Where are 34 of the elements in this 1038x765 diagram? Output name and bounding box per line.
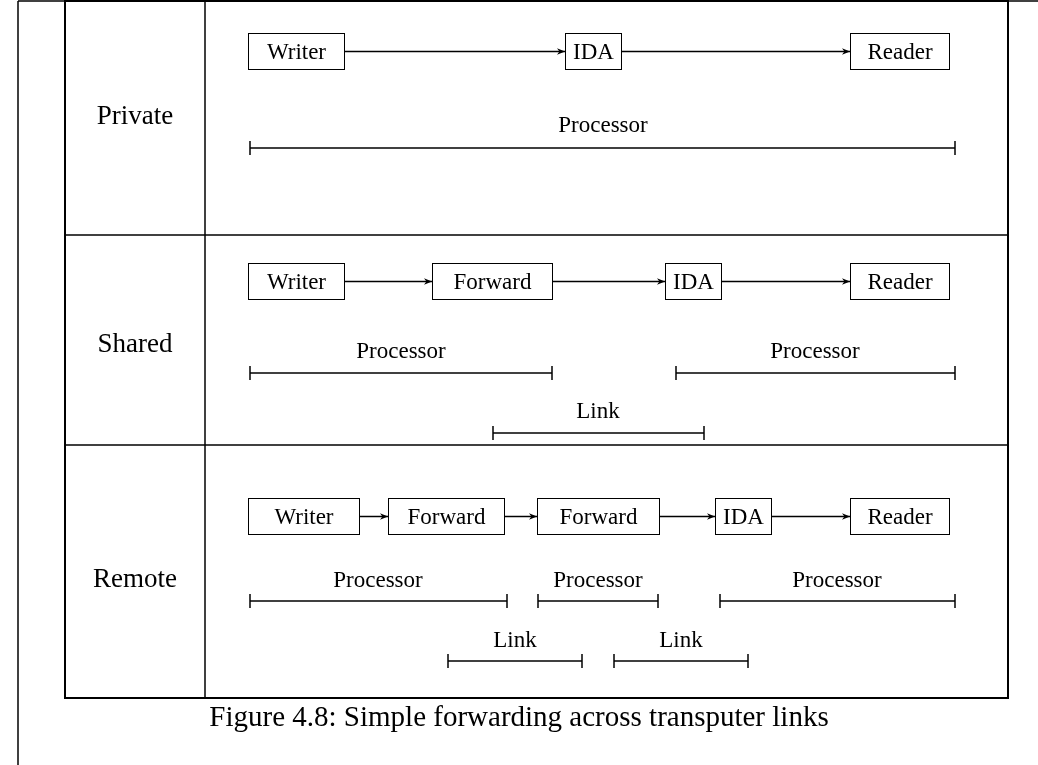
span-label: Link <box>493 627 537 653</box>
process-box: IDA <box>565 33 622 70</box>
process-box: Reader <box>850 263 950 300</box>
process-box: Forward <box>432 263 553 300</box>
span-label: Processor <box>792 567 882 593</box>
span-label: Processor <box>770 338 860 364</box>
process-box: Writer <box>248 33 345 70</box>
arrow <box>344 48 566 55</box>
arrow <box>359 513 389 520</box>
arrow <box>721 278 851 285</box>
arrow <box>659 513 716 520</box>
arrow <box>504 513 538 520</box>
arrow <box>621 48 851 55</box>
process-box: IDA <box>665 263 722 300</box>
process-box: Writer <box>248 498 360 535</box>
span-label: Processor <box>333 567 423 593</box>
process-box: Reader <box>850 33 950 70</box>
figure-caption: Figure 4.8: Simple forwarding across transputer links <box>208 700 830 733</box>
arrow <box>552 278 666 285</box>
process-box: Forward <box>388 498 505 535</box>
span-label: Link <box>576 398 620 424</box>
arrow <box>771 513 851 520</box>
process-box: Forward <box>537 498 660 535</box>
span-label: Processor <box>558 112 648 138</box>
row-heading: Private <box>96 100 174 131</box>
process-box: Reader <box>850 498 950 535</box>
span-label: Processor <box>356 338 446 364</box>
row-heading: Shared <box>97 328 173 359</box>
process-box: Writer <box>248 263 345 300</box>
span-label: Processor <box>553 567 643 593</box>
arrow <box>344 278 433 285</box>
row-heading: Remote <box>93 563 177 594</box>
process-box: IDA <box>715 498 772 535</box>
span-label: Link <box>659 627 703 653</box>
